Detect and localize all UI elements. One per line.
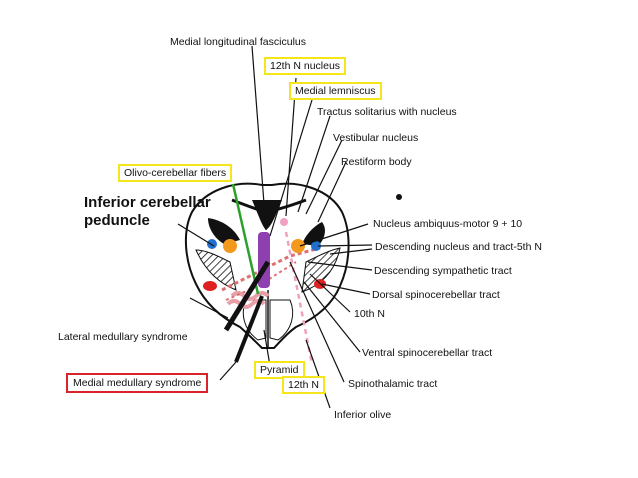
inferior-olive-left: [230, 291, 270, 301]
label-peduncle: peduncle: [84, 212, 150, 229]
label-inferior-cerebellar: Inferior cerebellar: [84, 194, 211, 211]
lateral-lesion-line: [223, 260, 271, 332]
n12-dashed: [284, 231, 314, 365]
blue-nucleus-right: [311, 241, 321, 251]
orange-nucleus-right: [291, 239, 305, 253]
red-spot-left: [203, 281, 217, 291]
label-nucleus-ambiguus: Nucleus ambiquus-motor 9 + 10: [373, 218, 523, 230]
label-spinothalamic-tract: Spinothalamic tract: [348, 378, 438, 390]
label-12th-n: 12th N: [282, 376, 325, 394]
pyramid-right: [269, 299, 294, 341]
label-descending-5th: Descending nucleus and tract-5th N: [375, 241, 542, 253]
label-medial-lemniscus: Medial lemniscus: [289, 82, 382, 100]
label-dorsal-spinocerebellar: Dorsal spinocerebellar tract: [372, 289, 500, 301]
label-12th-n-nucleus: 12th N nucleus: [264, 57, 347, 75]
blue-nucleus-left: [207, 239, 217, 249]
label-olivo-cerebellar-fibers: Olivo-cerebellar fibers: [118, 164, 233, 182]
label-medial-longitudinal-fasciculus: Medial longitudinal fasciculus: [170, 36, 306, 48]
dorsal-dark-mass: [252, 200, 282, 230]
label-descending-sympathetic: Descending sympathetic tract: [374, 265, 512, 277]
spinothalamic-fibers: [221, 246, 321, 292]
label-inferior-olive: Inferior olive: [334, 409, 392, 421]
medial-lesion-line: [234, 295, 264, 363]
dot-marker: [396, 194, 402, 200]
right-hatched-region: [301, 247, 341, 293]
label-lateral-medullary-syndrome: Lateral medullary syndrome: [58, 331, 188, 343]
label-10th-n: 10th N: [354, 308, 385, 320]
label-restiform-body: Restiform body: [341, 156, 412, 168]
left-hatched-region: [195, 249, 237, 291]
pink-nucleus-12: [280, 218, 288, 226]
leader-lines: [177, 45, 373, 409]
label-tractus-solitarius: Tractus solitarius with nucleus: [317, 106, 457, 118]
left-dark-wedge: [208, 218, 240, 244]
olivo-cerebellar-line: [231, 183, 260, 295]
label-vestibular-nucleus: Vestibular nucleus: [333, 132, 419, 144]
orange-nucleus-left: [223, 239, 237, 253]
label-pyramid: Pyramid: [254, 361, 305, 379]
label-ventral-spinocerebellar: Ventral spinocerebellar tract: [362, 347, 493, 359]
label-medial-medullary-syndrome: Medial medullary syndrome: [66, 373, 209, 393]
